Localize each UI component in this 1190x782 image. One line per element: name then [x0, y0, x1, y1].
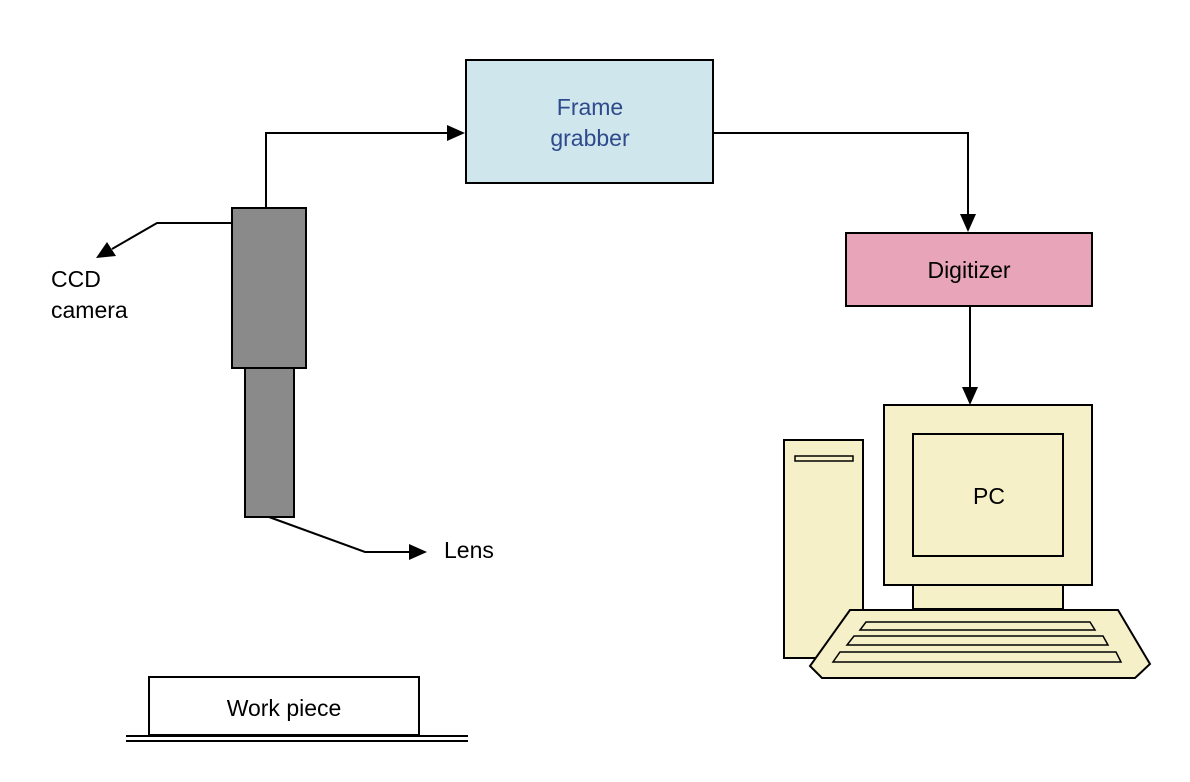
work-piece-label: Work piece	[227, 695, 342, 721]
pc-keyboard-key-row-3	[831, 651, 1123, 663]
pc-tower-drive-slot	[794, 455, 854, 462]
lens-label: Lens	[444, 537, 494, 563]
lens-callout-arrow	[268, 516, 427, 560]
pc-illustration: PC	[783, 404, 1152, 679]
ccd-camera-label-line1: CCD	[51, 266, 101, 292]
pc-label: PC	[973, 483, 1005, 509]
frame-grabber-to-digitizer-arrow	[713, 132, 976, 232]
pc-keyboard-key-row-1	[858, 621, 1097, 631]
frame-grabber-label-line1: Frame	[557, 94, 623, 120]
work-piece: Work piece	[126, 676, 468, 742]
pc-keyboard-key-row-2	[845, 635, 1110, 646]
frame-grabber-box: Frame grabber	[465, 59, 714, 184]
ccd-camera-label-line2: camera	[51, 297, 128, 323]
ccd-camera-callout-arrow	[96, 222, 232, 258]
digitizer-box: Digitizer	[845, 232, 1093, 307]
ccd-camera-body	[231, 207, 307, 369]
digitizer-to-pc-arrow	[962, 306, 978, 405]
lens-body	[244, 367, 295, 518]
pc-monitor-stand	[912, 584, 1064, 610]
pc-monitor-screen	[912, 433, 1064, 557]
digitizer-label: Digitizer	[927, 257, 1010, 283]
camera-to-frame-grabber-arrow	[265, 125, 465, 208]
frame-grabber-label-line2: grabber	[550, 125, 630, 151]
